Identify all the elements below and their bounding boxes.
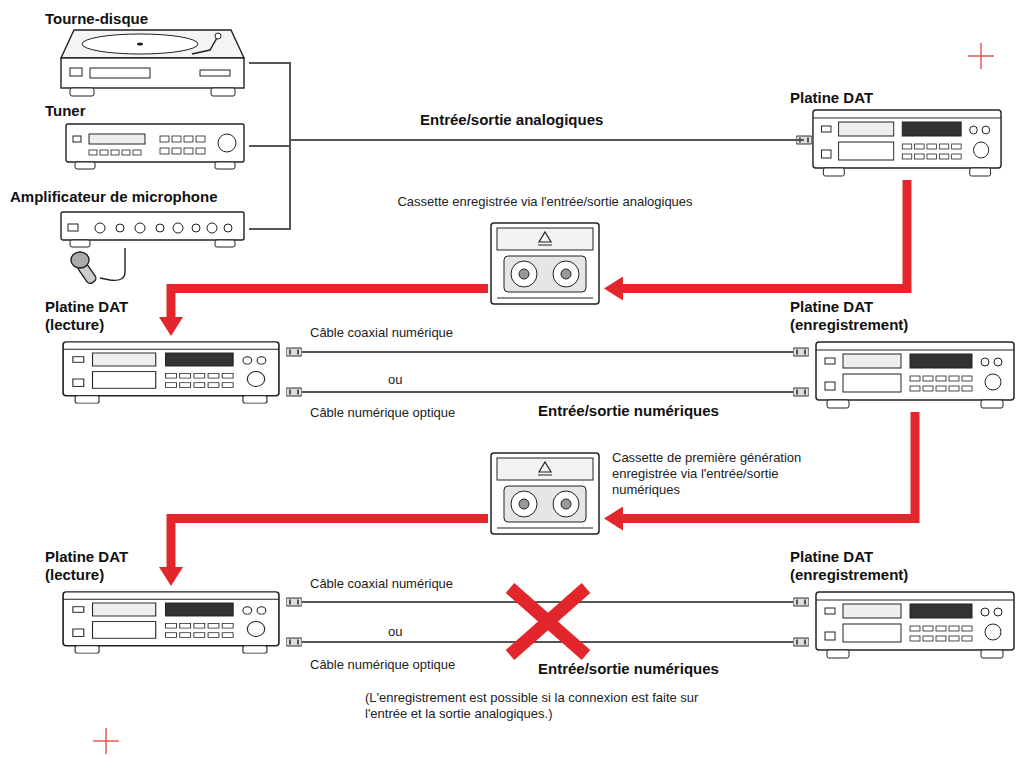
dat-deck: [62, 340, 280, 405]
connection-label: Entrée/sortie numériques: [538, 660, 719, 678]
analog-cable: [249, 140, 804, 229]
dat-cassette: [490, 222, 600, 305]
device-node: Platine DAT (enregistrement): [815, 590, 1015, 660]
dat-deck: [812, 108, 1002, 178]
turntable: [60, 28, 245, 98]
cassette-caption: Cassette de première génération enregist…: [612, 450, 837, 498]
device-heading: Platine DAT (lecture): [45, 298, 145, 334]
microphone-amplifier: [60, 210, 245, 248]
device-heading: Platine DAT (lecture): [45, 548, 145, 584]
microphone: [71, 248, 125, 285]
digital-cable: [294, 391, 801, 393]
note-text: (L'enregistrement est possible si la con…: [365, 690, 725, 722]
conjunction-label: ou: [388, 372, 402, 388]
transfer-arrow: [171, 289, 488, 318]
transfer-arrow: [623, 412, 915, 519]
dat-deck: [815, 590, 1015, 660]
cable-label: Câble coaxial numérique: [310, 576, 453, 592]
dat-cassette: [490, 452, 600, 535]
device-node: Platine DAT: [812, 108, 1002, 178]
device-node: Tuner: [65, 122, 245, 170]
analog-cable: [249, 63, 804, 140]
prohibition-cross: [510, 588, 586, 655]
cassette-caption: Cassette enregistrée via l'entrée/sortie…: [360, 194, 730, 210]
cassette-node: Cassette enregistrée via l'entrée/sortie…: [490, 222, 600, 305]
dat-deck: [815, 340, 1015, 410]
digital-cable: [294, 351, 801, 353]
device-heading: Platine DAT (enregistrement): [790, 298, 940, 334]
digital-cable: [294, 641, 801, 643]
device-heading: Amplificateur de microphone: [10, 188, 270, 206]
device-heading: Tuner: [45, 102, 245, 120]
transfer-arrow: [171, 519, 488, 568]
device-node: Amplificateur de microphone: [60, 210, 245, 248]
device-node: Platine DAT (enregistrement): [815, 340, 1015, 410]
tuner: [65, 122, 245, 170]
device-heading: Platine DAT (enregistrement): [790, 548, 940, 584]
digital-cable: [294, 601, 801, 603]
cassette-node: Cassette de première génération enregist…: [490, 452, 600, 535]
dat-deck: [62, 590, 280, 655]
cable-label: Câble numérique optique: [310, 657, 455, 673]
device-heading: Tourne-disque: [45, 10, 245, 28]
device-node: Platine DAT (lecture): [62, 340, 280, 405]
conjunction-label: ou: [388, 624, 402, 640]
cable-label: Entrée/sortie analogiques: [420, 111, 603, 129]
cable-label: Câble coaxial numérique: [310, 325, 453, 341]
connection-label: Entrée/sortie numériques: [538, 402, 719, 420]
cable-label: Câble numérique optique: [310, 405, 455, 421]
device-node: Tourne-disque: [60, 28, 245, 98]
device-heading: Platine DAT: [790, 89, 950, 107]
device-node: Platine DAT (lecture): [62, 590, 280, 655]
